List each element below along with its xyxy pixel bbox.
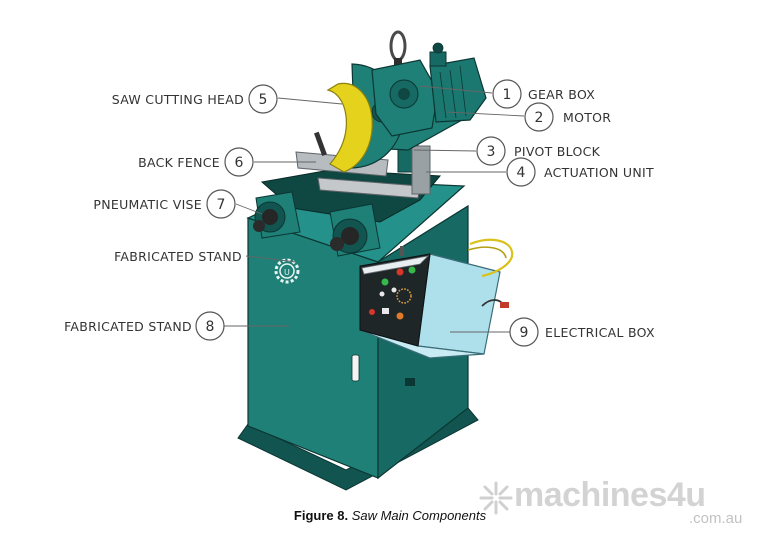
cable-yellow xyxy=(469,238,514,278)
yellow-blade-cover xyxy=(326,82,373,173)
stand-door-handle xyxy=(351,354,360,382)
watermark-domain: .com.au xyxy=(689,510,743,527)
caption-figure-number: Figure 8. xyxy=(293,508,349,523)
back-fence-lower xyxy=(317,177,421,199)
burst-icon xyxy=(479,481,513,515)
svg-text:U: U xyxy=(284,268,290,277)
leader-7 xyxy=(235,203,263,215)
callout-9: 9 ELECTRICAL BOX xyxy=(509,317,655,347)
panel-button-white xyxy=(379,291,385,297)
gear-box xyxy=(371,59,439,137)
callout-5-number: 5 xyxy=(259,92,268,108)
leader-stand-top xyxy=(245,255,297,263)
callout-7-text: PNEUMATIC VISE xyxy=(93,197,202,212)
panel-button-red xyxy=(396,268,404,276)
callout-8-number: 8 xyxy=(206,319,215,335)
panel-button-green xyxy=(381,278,389,286)
callout-9-text: ELECTRICAL BOX xyxy=(545,325,655,340)
saw-machine-illustration: U xyxy=(237,30,514,491)
leader-3 xyxy=(413,149,477,152)
cable-yellow-2 xyxy=(467,246,507,259)
electrical-box xyxy=(359,246,501,359)
panel-warning-label xyxy=(382,308,389,314)
callout-9-number: 9 xyxy=(520,325,529,341)
callout-7: PNEUMATIC VISE 7 xyxy=(93,189,236,219)
callout-8-text: FABRICATED STAND xyxy=(64,319,192,334)
callout-4-text: ACTUATION UNIT xyxy=(544,165,654,180)
figure-caption: Figure 8. Saw Main Components xyxy=(0,508,780,523)
panel-button-red-2 xyxy=(369,309,375,315)
panel-dial xyxy=(396,288,412,304)
callout-6-text: BACK FENCE xyxy=(138,155,220,170)
pneumatic-vise-right xyxy=(329,203,381,257)
feed-lever xyxy=(314,131,327,156)
plug-head xyxy=(500,302,509,308)
panel-button-green-2 xyxy=(408,266,416,274)
callout-7-number: 7 xyxy=(217,197,226,213)
control-panel xyxy=(359,253,431,347)
actuation-unit xyxy=(411,145,431,195)
brand-gear-emblem: U xyxy=(274,258,300,284)
callout-8: FABRICATED STAND 8 xyxy=(64,311,225,341)
callout-1-text: GEAR BOX xyxy=(528,87,595,102)
callout-4-number: 4 xyxy=(517,165,526,181)
caption-title: Saw Main Components xyxy=(351,508,487,523)
callout-2: 2 MOTOR xyxy=(524,102,611,132)
machines4u-watermark: machines4u .com.au xyxy=(476,476,776,538)
callout-4: 4 ACTUATION UNIT xyxy=(506,157,654,187)
leader-2 xyxy=(445,111,525,117)
callout-3-text: PIVOT BLOCK xyxy=(514,144,601,159)
callout-1: 1 GEAR BOX xyxy=(492,79,595,109)
leader-1 xyxy=(419,85,493,94)
motor xyxy=(429,42,487,123)
callout-2-text: MOTOR xyxy=(563,110,611,125)
extra-stand-label: FABRICATED STAND xyxy=(114,249,242,264)
leader-5 xyxy=(277,97,343,105)
callout-6-number: 6 xyxy=(235,155,244,171)
callout-5-text: SAW CUTTING HEAD xyxy=(112,92,244,107)
leader-lines xyxy=(224,85,525,333)
callout-3: 3 PIVOT BLOCK xyxy=(476,136,601,166)
callout-6: BACK FENCE 6 xyxy=(138,147,254,177)
panel-button-orange xyxy=(396,312,404,320)
panel-button-white-2 xyxy=(391,287,397,293)
pneumatic-vise-left xyxy=(253,191,301,239)
callout-5: SAW CUTTING HEAD 5 xyxy=(112,84,278,114)
callout-3-number: 3 xyxy=(487,144,496,160)
panel-top-switch xyxy=(400,246,404,256)
watermark-brand: machines4u xyxy=(514,476,706,514)
callout-1-number: 1 xyxy=(503,87,512,103)
stand-side-slot xyxy=(405,378,415,386)
callout-2-number: 2 xyxy=(535,110,544,126)
